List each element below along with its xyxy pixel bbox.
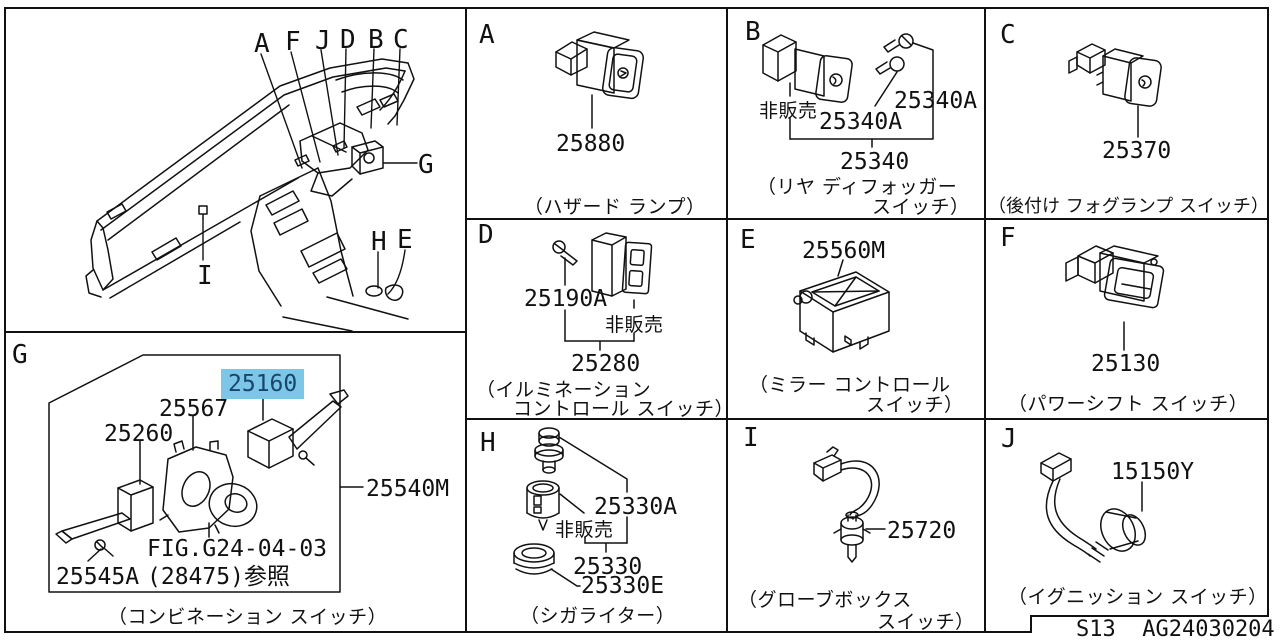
- caption-glove-box-line2: スイッチ）: [877, 611, 975, 633]
- callout-letter-h: H: [371, 227, 387, 257]
- panel-letter-j: J: [1001, 424, 1017, 454]
- panel-letter-g: G: [12, 340, 28, 370]
- ignition-switch-drawing: [1040, 452, 1147, 563]
- figure-reference-line2: (28475)参照: [147, 564, 290, 590]
- panel-letter-f: F: [1000, 223, 1016, 253]
- callout-letter-j: J: [315, 26, 331, 56]
- callout-letter-g: G: [418, 150, 434, 180]
- part-number-25880: 25880: [556, 131, 626, 157]
- callout-letter-f: F: [285, 27, 301, 57]
- part-number-15150y: 15150Y: [1111, 459, 1195, 485]
- part-number-25130: 25130: [1091, 351, 1161, 377]
- part-number-25260: 25260: [104, 421, 174, 447]
- panel-letter-d: D: [478, 220, 494, 250]
- power-shift-switch-drawing: [1065, 245, 1165, 351]
- caption-rear-defogger-line1: （リヤ ディフォッガー: [757, 176, 958, 198]
- caption-power-shift-switch: （パワーシフト スイッチ）: [1008, 393, 1249, 415]
- caption-mirror-control-line1: （ミラー コントロール: [749, 374, 951, 396]
- panel-letter-c: C: [1000, 20, 1016, 50]
- figure-reference-line1: FIG.G24-04-03: [147, 536, 328, 562]
- part-number-25340: 25340: [840, 149, 910, 175]
- illumination-control-switch-drawing: [552, 232, 653, 351]
- panel-letter-i: I: [743, 423, 759, 453]
- callout-letter-i: I: [197, 261, 213, 291]
- callout-letter-a: A: [254, 29, 270, 59]
- hazard-switch-drawing: [555, 31, 645, 129]
- part-number-25540m: 25540M: [366, 476, 450, 502]
- part-number-25330a: 25330A: [594, 494, 678, 520]
- dashboard-illustration: [85, 58, 415, 332]
- label-not-sold-d: 非販売: [605, 314, 664, 336]
- part-number-25340a-upper: 25340A: [894, 88, 978, 114]
- caption-combination-switch: （コンビネーション スイッチ）: [108, 606, 388, 628]
- callout-letter-e: E: [397, 225, 413, 255]
- part-number-25330: 25330: [573, 554, 643, 580]
- fog-lamp-switch-drawing: [1068, 43, 1162, 138]
- defogger-switch-drawing: [762, 33, 934, 148]
- part-number-25545a: 25545A: [56, 564, 140, 590]
- caption-illumination-line1: （イルミネーション: [476, 379, 652, 401]
- panel-letter-e: E: [740, 225, 756, 255]
- label-not-sold-b: 非販売: [759, 100, 818, 122]
- panel-letter-a: A: [479, 20, 495, 50]
- part-number-25280: 25280: [571, 351, 641, 377]
- part-number-25340a-lower: 25340A: [819, 109, 903, 135]
- grid-borders: [4, 7, 1269, 633]
- part-number-25370: 25370: [1102, 138, 1172, 164]
- overview-callout-leader-lines: [202, 48, 418, 295]
- part-number-25560m: 25560M: [802, 238, 886, 264]
- caption-glove-box-line1: （グローブボックス: [738, 589, 912, 611]
- part-number-25190a: 25190A: [524, 286, 608, 312]
- caption-rear-defogger-line2: スイッチ）: [872, 196, 970, 218]
- combination-switch-drawing: [48, 354, 364, 593]
- caption-fog-lamp-switch: （後付け フォグランプ スイッチ）: [988, 196, 1269, 217]
- cigarette-lighter-drawing: [513, 427, 628, 587]
- caption-hazard-lamp: （ハザード ランプ）: [524, 196, 706, 218]
- mirror-control-switch-drawing: [793, 259, 890, 353]
- part-number-25720: 25720: [887, 518, 957, 544]
- part-number-25330e: 25330E: [581, 573, 665, 599]
- part-number-25160-highlighted[interactable]: 25160: [221, 369, 305, 399]
- page-code: S13 AG24030204: [1076, 617, 1275, 640]
- caption-ignition-switch: （イグニッション スイッチ）: [1008, 586, 1268, 608]
- caption-illumination-line2: コントロール スイッチ）: [513, 398, 735, 420]
- panel-letter-h: H: [480, 428, 496, 458]
- caption-cigarette-lighter: （シガライター）: [520, 605, 676, 627]
- caption-mirror-control-line2: スイッチ）: [866, 394, 964, 416]
- callout-letter-c: C: [393, 25, 409, 55]
- callout-letter-d: D: [340, 25, 356, 55]
- part-number-25567: 25567: [159, 396, 229, 422]
- callout-letter-b: B: [368, 25, 384, 55]
- glove-box-switch-drawing: [813, 446, 886, 563]
- label-not-sold-h: 非販売: [555, 519, 614, 541]
- panel-letter-b: B: [745, 17, 761, 47]
